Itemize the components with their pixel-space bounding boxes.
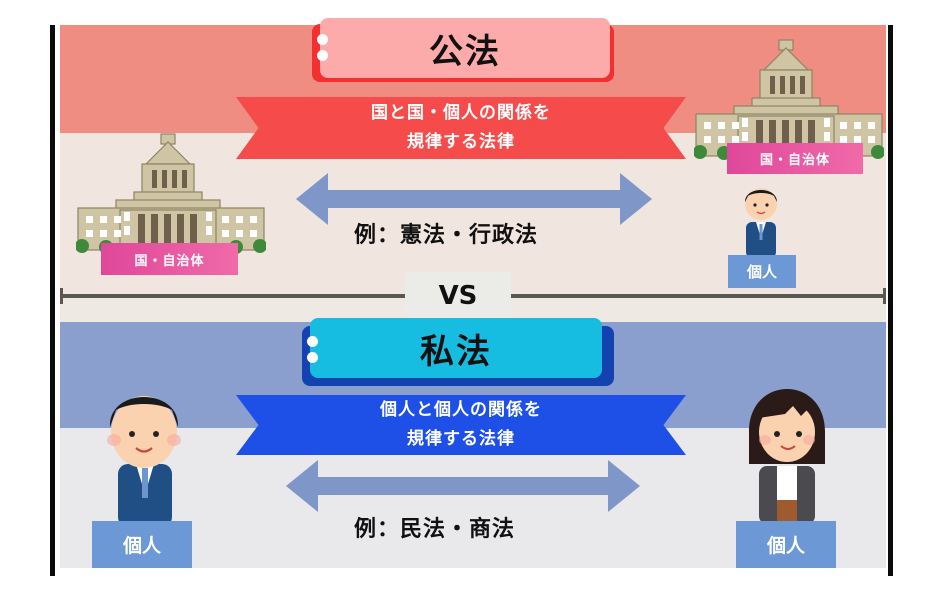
private-law-title: 私法 bbox=[298, 316, 618, 388]
individual-label-public: 個人 bbox=[728, 255, 796, 288]
public-law-description-line2: 規律する法律 bbox=[407, 132, 515, 152]
public-law-description-line1: 国と国・個人の関係を bbox=[371, 103, 551, 123]
government-label-left: 国・自治体 bbox=[101, 243, 238, 275]
businesswoman-icon bbox=[748, 389, 826, 524]
public-law-description-ribbon: 国と国・個人の関係を 規律する法律 bbox=[236, 97, 686, 159]
divider-cap-right bbox=[883, 288, 886, 304]
businessman-icon bbox=[107, 396, 181, 527]
businessman-icon bbox=[745, 188, 777, 258]
decorative-dot-icon bbox=[307, 352, 318, 363]
decorative-dot-icon bbox=[307, 336, 318, 347]
private-law-description-ribbon: 個人と個人の関係を 規律する法律 bbox=[236, 395, 686, 455]
individual-label-left: 個人 bbox=[92, 521, 192, 568]
vs-label: VS bbox=[405, 272, 511, 320]
public-law-title-text: 公法 bbox=[320, 18, 610, 78]
frame-left-border bbox=[50, 25, 55, 576]
double-arrow-icon bbox=[286, 460, 640, 512]
decorative-dot-icon bbox=[317, 34, 328, 45]
public-law-example: 例：憲法・行政法 bbox=[354, 223, 539, 248]
public-law-title: 公法 bbox=[308, 16, 618, 84]
private-law-example: 例：民法・商法 bbox=[354, 517, 516, 542]
frame-right-border bbox=[888, 25, 893, 576]
private-law-description-line2: 規律する法律 bbox=[407, 429, 515, 449]
private-law-title-text: 私法 bbox=[310, 318, 602, 378]
decorative-dot-icon bbox=[317, 50, 328, 61]
individual-label-right: 個人 bbox=[736, 521, 836, 568]
double-arrow-icon bbox=[296, 173, 652, 225]
private-law-description-line1: 個人と個人の関係を bbox=[380, 400, 542, 420]
parliament-building-icon bbox=[76, 133, 266, 254]
divider-cap-left bbox=[60, 288, 63, 304]
government-label-right: 国・自治体 bbox=[727, 143, 863, 174]
